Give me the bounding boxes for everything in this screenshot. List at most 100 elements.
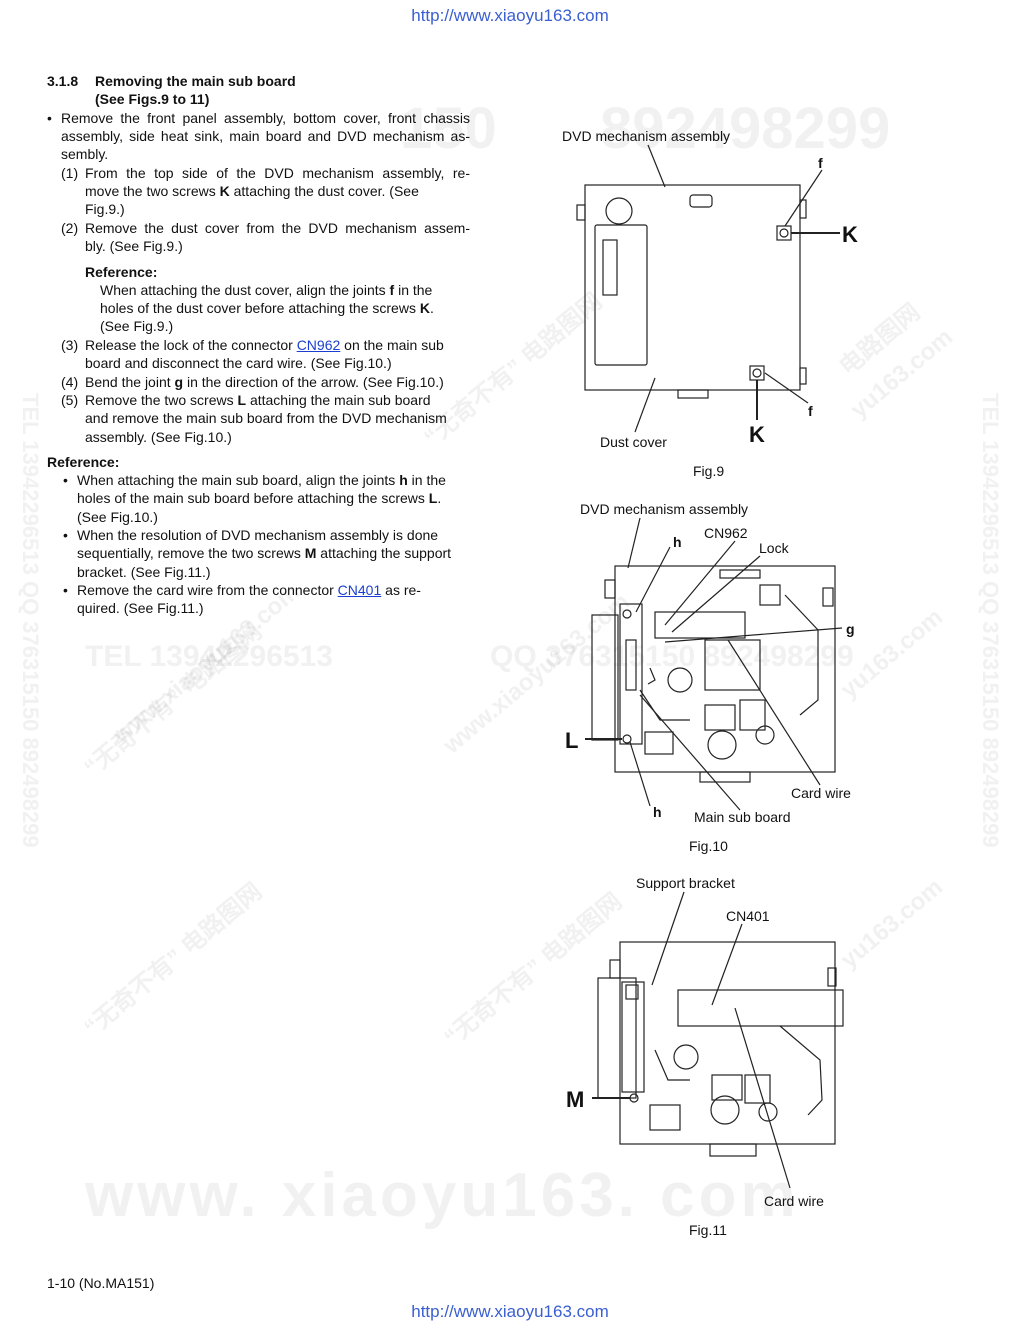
step-5-line-2: and remove the main sub board from the D… <box>85 410 447 426</box>
fig10-caption: Fig.10 <box>689 838 728 854</box>
fig9-label-dvd-mechanism: DVD mechanism assembly <box>562 128 731 144</box>
fig9-label-joint-f-top: f <box>818 155 823 171</box>
screw-k-ref: K <box>219 183 230 199</box>
r1-text-d: . <box>437 490 442 506</box>
fig9-label-dust-cover: Dust cover <box>600 434 667 450</box>
section-number: 3.1.8 <box>47 73 79 89</box>
r1-text-a: When attaching the main sub board, align… <box>77 472 400 488</box>
step-4-number: (4) <box>61 374 79 390</box>
fig9-label-screw-k-bottom: K <box>749 422 765 447</box>
screw-l-ref-2: L <box>428 490 438 506</box>
joint-h-ref: h <box>399 472 408 488</box>
ref2-item-1-line-1: When attaching the main sub board, align… <box>77 471 446 489</box>
ref2-item-2-line-2: sequentially, remove the two screws M at… <box>77 544 451 562</box>
screw-m-ref: M <box>304 545 317 561</box>
step-2-line-1: Remove the dust cover from the DVD mecha… <box>85 220 470 236</box>
watermark-bottom-site: www. xiaoyu163. com <box>85 1161 800 1230</box>
fig10-label-cn962: CN962 <box>704 525 748 541</box>
step-1-line-1: From the top side of the DVD mechanism a… <box>85 165 470 181</box>
bullet-marker: • <box>47 110 52 126</box>
fig11-label-cn401: CN401 <box>726 908 770 924</box>
fig9-dust-cover-drawing <box>576 144 840 433</box>
fig9-label-joint-f-bottom: f <box>808 403 813 419</box>
step-4-text-b: in the direction of the arrow. (See Fig.… <box>183 374 444 390</box>
step-5-text-b: attaching the main sub board <box>246 392 431 408</box>
step-4-text-a: Bend the joint <box>85 374 175 390</box>
fig10-label-lock: Lock <box>759 540 789 556</box>
ref2-bullet-2: • <box>63 527 68 543</box>
screw-k-ref-2: K <box>419 300 430 316</box>
watermark-partial: 150 <box>400 96 497 161</box>
intro-line-2: assembly, side heat sink, main board and… <box>61 128 470 144</box>
step-5-line-1: Remove the two screws L attaching the ma… <box>85 391 431 409</box>
ref2-bullet-3: • <box>63 582 68 598</box>
r2-text-b: attaching the support <box>316 545 452 561</box>
reference-1-line-3: (See Fig.9.) <box>100 318 174 334</box>
intro-line-1: Remove the front panel assembly, bottom … <box>61 110 470 126</box>
step-1-text-b: attaching the dust cover. (See <box>229 183 419 199</box>
section-subtitle: (See Figs.9 to 11) <box>95 91 210 107</box>
step-5-text-a: Remove the two screws <box>85 392 238 408</box>
r3-text-a: Remove the card wire from the connector <box>77 582 338 598</box>
step-2-number: (2) <box>61 220 79 236</box>
fig10-label-joint-h-bottom: h <box>653 804 662 820</box>
fig11-label-screw-m: M <box>566 1087 585 1112</box>
step-3-line-2: board and disconnect the card wire. (See… <box>85 355 392 371</box>
step-3-text-a: Release the lock of the connector <box>85 337 297 353</box>
joint-g-ref: g <box>174 374 184 390</box>
ref2-bullet-1: • <box>63 472 68 488</box>
ref2-item-1-line-2: holes of the main sub board before attac… <box>77 489 441 507</box>
fig9-caption: Fig.9 <box>693 463 725 479</box>
fig10-label-dvd-mechanism: DVD mechanism assembly <box>580 501 749 517</box>
fig10-label-joint-h-top: h <box>673 534 682 550</box>
ref2-item-2-line-3: bracket. (See Fig.11.) <box>77 564 211 580</box>
fig10-label-joint-g: g <box>846 621 855 637</box>
fig9-label-screw-k-right: K <box>842 222 858 247</box>
r3-text-b: as re- <box>381 582 421 598</box>
section-title: Removing the main sub board <box>95 73 296 89</box>
fig11-label-support-bracket: Support bracket <box>636 875 735 891</box>
screw-l-ref: L <box>237 392 247 408</box>
watermark-tel: TEL 13942296513 <box>85 640 333 673</box>
header-url[interactable]: http://www.xiaoyu163.com <box>411 6 609 25</box>
step-5-line-3: assembly. (See Fig.10.) <box>85 429 232 445</box>
reference-1-title: Reference: <box>85 264 158 280</box>
ref2-item-2-line-1: When the resolution of DVD mechanism ass… <box>77 527 439 543</box>
fig11-mechanism-drawing <box>592 891 844 1189</box>
joint-f-ref: f <box>389 282 395 298</box>
step-5-number: (5) <box>61 392 79 408</box>
reference-1-line-2: holes of the dust cover before attaching… <box>100 299 470 317</box>
fig10-label-card-wire: Card wire <box>791 785 851 801</box>
reference-2-title: Reference: <box>47 454 120 470</box>
step-1-line-2: move the two screws K attaching the dust… <box>85 182 470 200</box>
ref1-text-a: When attaching the dust cover, align the… <box>100 282 390 298</box>
ref2-item-1-line-3: (See Fig.10.) <box>77 509 158 525</box>
reference-1-line-1: When attaching the dust cover, align the… <box>100 281 470 299</box>
watermark-vertical-right: TEL 13942296513 QQ 376315150 892498299 <box>978 393 1003 848</box>
step-2-line-2: bly. (See Fig.9.) <box>85 238 183 254</box>
watermark-cn-4: “无奇不有” 电路图网 <box>439 887 628 1052</box>
intro-line-3: sembly. <box>61 146 109 162</box>
cn401-link[interactable]: CN401 <box>337 582 382 598</box>
ref1-text-d: . <box>429 300 434 316</box>
ref2-item-3-line-1: Remove the card wire from the connector … <box>77 581 421 599</box>
step-4-line: Bend the joint g in the direction of the… <box>85 373 444 391</box>
watermark-site-2: www.xiaoyu163.com <box>438 588 635 760</box>
cn962-link[interactable]: CN962 <box>296 337 341 353</box>
step-3-text-b: on the main sub <box>340 337 444 353</box>
fig11-caption: Fig.11 <box>689 1222 727 1238</box>
step-1-text-a: move the two screws <box>85 183 220 199</box>
watermark-site-5: yu163.com <box>835 873 948 974</box>
step-3-line-1: Release the lock of the connector CN962 … <box>85 336 444 354</box>
step-1-number: (1) <box>61 165 79 181</box>
watermark-cn-3: “无奇不有” 电路图网 <box>79 877 268 1042</box>
footer-url[interactable]: http://www.xiaoyu163.com <box>411 1302 609 1321</box>
fig10-label-screw-l: L <box>565 728 579 753</box>
watermark-vertical-left: TEL 13942296513 QQ 376315150 892498299 <box>18 393 43 848</box>
page-number: 1-10 (No.MA151) <box>47 1275 155 1291</box>
step-1-line-3: Fig.9.) <box>85 201 125 217</box>
r2-text-a: sequentially, remove the two screws <box>77 545 305 561</box>
r1-text-b: in the <box>407 472 446 488</box>
fig11-label-card-wire: Card wire <box>764 1193 824 1209</box>
r1-text-c: holes of the main sub board before attac… <box>77 490 429 506</box>
